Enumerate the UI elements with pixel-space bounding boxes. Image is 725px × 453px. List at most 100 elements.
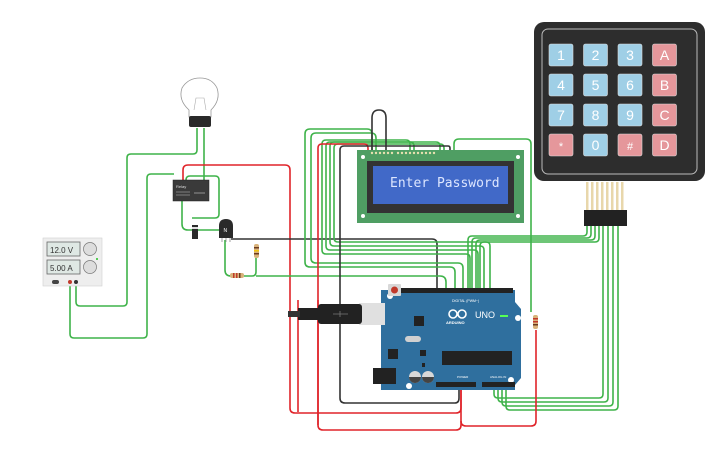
wire-keypad-7[interactable] bbox=[501, 226, 614, 407]
current-knob[interactable] bbox=[83, 260, 97, 274]
keypad-key-label: 9 bbox=[626, 107, 634, 123]
wire-keypad-5[interactable] bbox=[493, 226, 604, 399]
model-label: UNO bbox=[475, 310, 495, 320]
power-header[interactable] bbox=[436, 382, 476, 387]
lcd-pins bbox=[370, 151, 436, 155]
wire-right-red[interactable] bbox=[460, 330, 537, 427]
digital-header[interactable] bbox=[395, 288, 513, 293]
arduino-logo-icon bbox=[448, 309, 467, 319]
lcd-text: Enter Password bbox=[390, 176, 500, 191]
wire-keypad-2[interactable] bbox=[471, 226, 592, 290]
keypad-key-5[interactable]: 5 bbox=[583, 73, 608, 97]
bulb-glass-icon bbox=[180, 77, 219, 118]
analog-label: ANALOG IN bbox=[490, 375, 506, 379]
keypad[interactable]: 1 2 3 A 4 5 6 B 7 8 9 C * 0 # D bbox=[534, 22, 705, 226]
diode[interactable] bbox=[192, 225, 198, 239]
wire-lcd-black[interactable] bbox=[339, 145, 460, 404]
dc-jack[interactable] bbox=[373, 368, 396, 384]
power-supply[interactable]: 12.0 V 5.00 A bbox=[42, 237, 103, 287]
transistor-label: N bbox=[224, 228, 228, 234]
wire-keypad-6[interactable] bbox=[497, 226, 609, 403]
bulb-base bbox=[189, 116, 211, 127]
voltage-readout: 12.0 V bbox=[50, 246, 74, 255]
keypad-key-label: 5 bbox=[592, 77, 600, 93]
power-label: POWER bbox=[457, 375, 469, 379]
wire-lcd-right[interactable] bbox=[453, 138, 532, 312]
current-readout: 5.00 A bbox=[50, 264, 73, 273]
keypad-key-label: C bbox=[659, 107, 669, 123]
npn-transistor[interactable]: N bbox=[219, 219, 233, 242]
keypad-connector bbox=[584, 182, 627, 226]
positive-terminal[interactable] bbox=[68, 280, 72, 284]
wire-transistor-collector[interactable] bbox=[231, 238, 438, 290]
negative-terminal[interactable] bbox=[74, 280, 78, 284]
wire-relay-out[interactable] bbox=[181, 200, 226, 231]
lcd-display[interactable]: Enter Password bbox=[357, 150, 524, 223]
keypad-key-label: 6 bbox=[626, 77, 634, 93]
reset-button[interactable] bbox=[391, 286, 398, 294]
current-display bbox=[46, 259, 81, 275]
keypad-key-7[interactable]: 7 bbox=[548, 103, 574, 127]
keypad-key-3[interactable]: 3 bbox=[617, 43, 643, 67]
wire-keypad-3[interactable] bbox=[475, 226, 596, 290]
wire-lcd-jumper[interactable] bbox=[371, 109, 387, 152]
wires bbox=[69, 109, 619, 431]
keypad-key-label: 8 bbox=[592, 107, 600, 123]
relay[interactable]: Relay bbox=[172, 179, 210, 202]
wire-resistor-base[interactable] bbox=[224, 240, 232, 277]
keypad-key-b[interactable]: B bbox=[652, 73, 677, 97]
wire-psu-pos[interactable] bbox=[69, 173, 174, 339]
arduino-uno[interactable]: DIGITAL (PWM~) ARDUINO UNO POWER ANALOG … bbox=[288, 284, 521, 390]
voltage-display bbox=[46, 241, 81, 257]
voltage-knob[interactable] bbox=[83, 242, 97, 256]
keypad-key-8[interactable]: 8 bbox=[583, 103, 608, 127]
wire-keypad-4[interactable] bbox=[479, 226, 600, 290]
bulb-filament bbox=[193, 97, 207, 111]
analog-header[interactable] bbox=[482, 382, 515, 387]
resistor-right[interactable] bbox=[533, 315, 538, 329]
keypad-key-label: * bbox=[559, 141, 564, 153]
keypad-key-label: 4 bbox=[557, 77, 565, 93]
wire-keypad-1[interactable] bbox=[467, 226, 588, 290]
keypad-key-4[interactable]: 4 bbox=[548, 73, 574, 97]
keypad-key-label: 3 bbox=[626, 47, 634, 63]
wire-lcd-5[interactable] bbox=[329, 141, 485, 290]
wire-resistor-arduino[interactable] bbox=[256, 275, 447, 290]
relay-label: Relay bbox=[176, 184, 186, 189]
keypad-key-label: 7 bbox=[557, 107, 565, 123]
keypad-key-c[interactable]: C bbox=[652, 103, 677, 127]
keypad-key-label: A bbox=[660, 47, 670, 63]
usb-port[interactable] bbox=[288, 303, 385, 325]
wire-lcd-1[interactable] bbox=[304, 128, 456, 290]
resistor-vertical[interactable] bbox=[254, 244, 259, 258]
keypad-key-label: 2 bbox=[592, 47, 600, 63]
wire-resistor-2[interactable] bbox=[244, 258, 257, 277]
wire-5v-red-top[interactable] bbox=[182, 164, 462, 414]
keypad-key-label: 1 bbox=[557, 47, 565, 63]
keypad-key-2[interactable]: 2 bbox=[583, 43, 608, 67]
brand-label: ARDUINO bbox=[446, 320, 465, 325]
wire-psu-neg[interactable] bbox=[75, 128, 198, 307]
keypad-key-label: 0 bbox=[592, 137, 600, 153]
keypad-key-label: D bbox=[659, 137, 669, 153]
keypad-key-1[interactable]: 1 bbox=[548, 43, 574, 67]
keypad-key-hash[interactable]: # bbox=[617, 133, 643, 157]
keypad-key-6[interactable]: 6 bbox=[617, 73, 643, 97]
keypad-key-label: B bbox=[660, 77, 669, 93]
keypad-key-a[interactable]: A bbox=[652, 43, 677, 67]
keypad-key-label: # bbox=[627, 141, 634, 153]
keypad-key-0[interactable]: 0 bbox=[583, 133, 608, 157]
light-bulb[interactable] bbox=[180, 77, 219, 127]
keypad-key-d[interactable]: D bbox=[652, 133, 677, 157]
wire-keypad-8[interactable] bbox=[505, 226, 619, 411]
keypad-key-star[interactable]: * bbox=[548, 133, 574, 157]
wire-lcd-2[interactable] bbox=[310, 132, 464, 290]
wire-relay-loop[interactable] bbox=[185, 175, 220, 219]
wire-lcd-red[interactable] bbox=[317, 143, 462, 431]
resistor-base[interactable] bbox=[230, 273, 244, 278]
keypad-key-9[interactable]: 9 bbox=[617, 103, 643, 127]
power-switch[interactable] bbox=[52, 280, 59, 284]
atmega-chip bbox=[442, 351, 512, 365]
digital-label: DIGITAL (PWM~) bbox=[452, 299, 479, 303]
